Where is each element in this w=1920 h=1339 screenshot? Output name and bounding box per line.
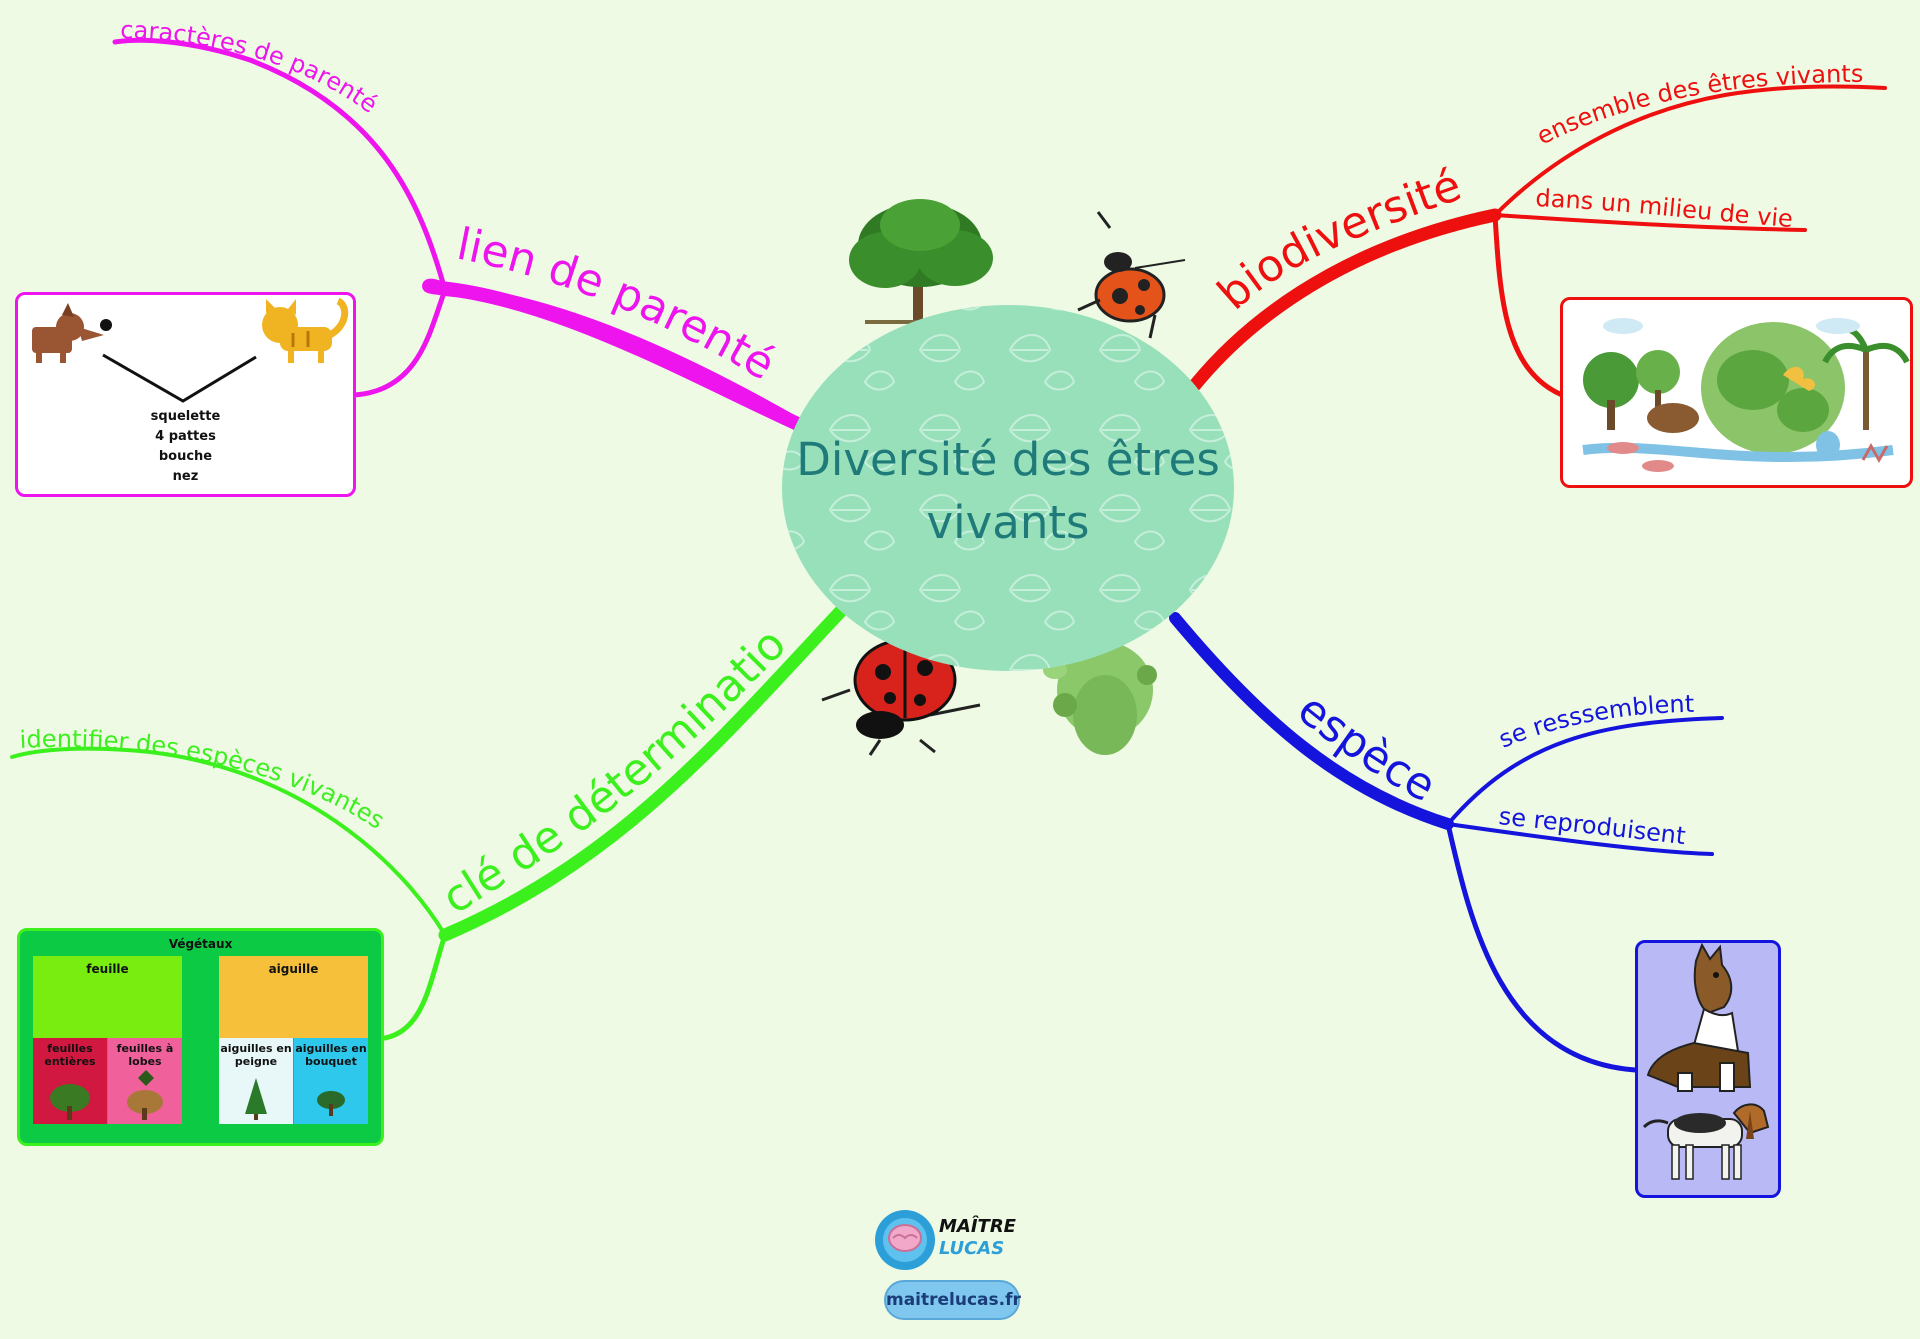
branch-biodiversite <box>1188 84 1887 398</box>
branch-determination <box>10 605 847 1041</box>
oak-tree-icon <box>50 1084 90 1120</box>
aiguilles-bouquet-label: aiguilles en bouquet <box>295 1042 367 1068</box>
beagle-dog-icon <box>1642 1103 1770 1180</box>
central-title-line2: vivants <box>927 496 1090 549</box>
parente-trait-3: bouche <box>158 449 213 464</box>
aiguilles-peigne-cell[interactable]: aiguilles en peigne <box>219 1038 293 1124</box>
brand-logo[interactable]: MAÎTRE LUCAS <box>875 1208 1025 1272</box>
feuilles-entieres-label: feuilles entières <box>44 1042 96 1068</box>
aiguilles-bouquet-cell[interactable]: aiguilles en bouquet <box>294 1038 368 1124</box>
cat-icon <box>262 297 349 363</box>
branch-parente <box>112 37 807 432</box>
ecosystem-illustration <box>1582 318 1910 472</box>
fir-tree-icon <box>245 1078 267 1120</box>
dog-breeds-illustration <box>1642 943 1770 1180</box>
pine-tree-icon <box>317 1091 345 1116</box>
dog-icon <box>32 303 112 363</box>
branch-label-biodiversite[interactable]: biodiversité <box>1208 160 1467 320</box>
aiguille-title: aiguille <box>268 962 319 976</box>
bug-icon <box>1077 211 1186 339</box>
aiguilles-peigne-label: aiguilles en peigne <box>220 1042 292 1068</box>
branch-label-determination[interactable]: clé de déterminatio <box>434 619 797 925</box>
parente-trait-1: squelette <box>150 409 221 424</box>
feuilles-lobes-cell[interactable]: feuilles à lobes <box>108 1038 182 1124</box>
parente-trait-2: 4 pattes <box>155 429 216 444</box>
card-biodiversite[interactable] <box>1560 297 1913 488</box>
feuille-cell: feuille <box>33 956 182 1038</box>
card-espece[interactable] <box>1635 940 1781 1198</box>
brand-name-top: MAÎTRE <box>939 1216 1016 1237</box>
tree-icon <box>849 199 993 325</box>
parente-trait-4: nez <box>172 469 199 484</box>
card-parente[interactable]: squelette 4 pattes bouche nez <box>15 292 356 497</box>
central-title-line1: Diversité des êtres <box>796 433 1220 486</box>
aiguille-cell: aiguille <box>219 956 368 1038</box>
feuilles-lobes-label: feuilles à lobes <box>116 1042 174 1068</box>
branch-espece <box>1169 612 1724 1073</box>
sub-label-ensemble[interactable]: ensemble des êtres vivants <box>1532 60 1863 151</box>
brand-name-bottom: LUCAS <box>939 1238 1005 1259</box>
vegetaux-title: Végétaux <box>168 937 233 951</box>
brain-logo-icon <box>875 1210 935 1270</box>
website-link[interactable]: maitrelucas.fr <box>884 1280 1021 1320</box>
deciduous-tree-icon <box>127 1070 163 1120</box>
central-node[interactable]: Diversité des êtres vivants <box>782 305 1234 671</box>
sub-label-caracteres-parente[interactable]: caractères de parenté <box>120 16 383 119</box>
ladybug-icon <box>821 638 981 756</box>
card-determination[interactable]: Végétaux feuille feuilles entières feuil… <box>17 928 384 1146</box>
collie-dog-icon <box>1646 943 1752 1092</box>
feuilles-entieres-cell[interactable]: feuilles entières <box>33 1038 107 1124</box>
frog-icon <box>1043 642 1157 755</box>
parente-diagram <box>32 297 349 403</box>
feuille-title: feuille <box>86 962 129 976</box>
